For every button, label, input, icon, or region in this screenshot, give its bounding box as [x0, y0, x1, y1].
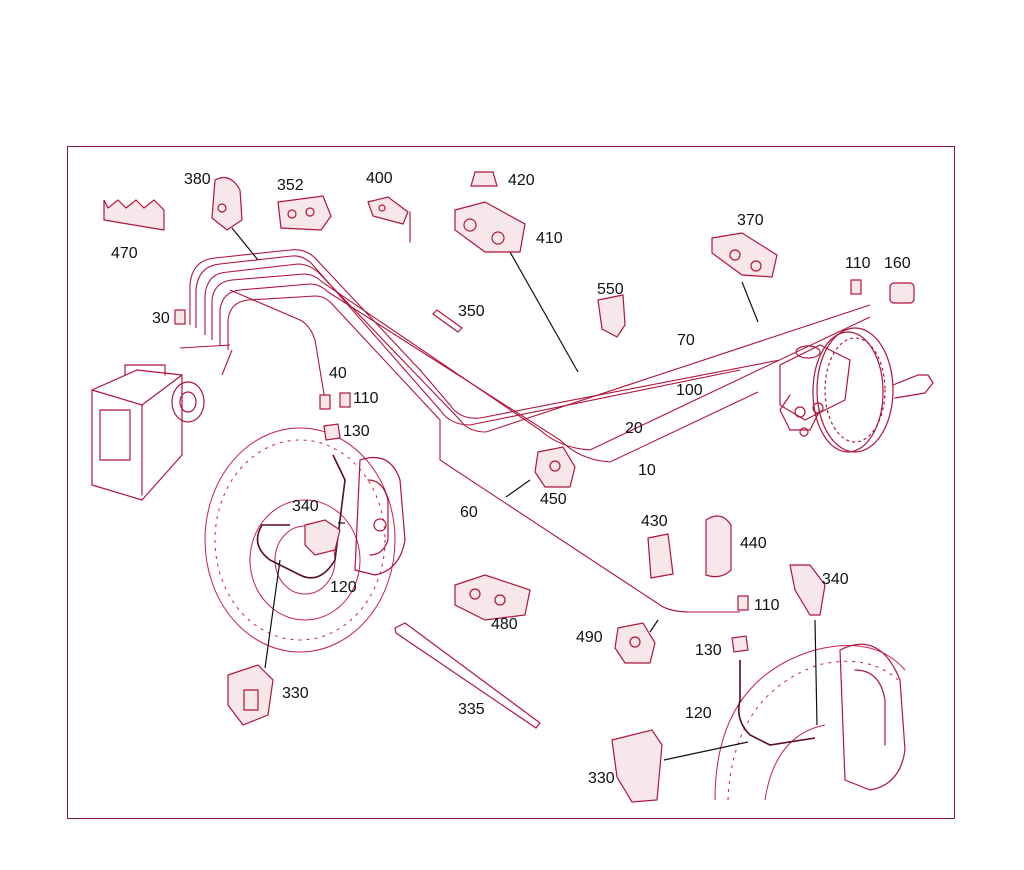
callout-340-left: 340	[292, 498, 319, 515]
part-550-clip	[597, 294, 626, 338]
callout-30: 30	[152, 310, 170, 327]
left-brake-disc	[204, 427, 396, 653]
callout-410: 410	[536, 230, 563, 247]
part-340-bracket-right	[789, 564, 826, 616]
part-130-clip-left	[323, 423, 341, 441]
part-30-screw	[174, 309, 186, 325]
callout-100: 100	[676, 382, 703, 399]
callout-120-right: 120	[685, 705, 712, 722]
part-110-fitting-left	[339, 392, 351, 408]
callout-550: 550	[597, 281, 624, 298]
callout-10: 10	[638, 462, 656, 479]
callout-130-left: 130	[343, 423, 370, 440]
part-430-pad	[647, 533, 674, 579]
callout-430: 430	[641, 513, 668, 530]
part-160-sleeve	[889, 282, 915, 304]
left-brake-caliper	[354, 456, 406, 576]
part-335-cable-tie	[394, 622, 541, 729]
part-340-bracket-left	[304, 519, 341, 556]
callout-370: 370	[737, 212, 764, 229]
callout-420: 420	[508, 172, 535, 189]
master-cylinder	[779, 344, 851, 437]
callout-330-left: 330	[282, 685, 309, 702]
callout-400: 400	[366, 170, 393, 187]
callout-440: 440	[740, 535, 767, 552]
part-110-fitting-right	[737, 595, 749, 611]
callout-352: 352	[277, 177, 304, 194]
part-410-clamp	[454, 201, 526, 253]
part-350-pin	[432, 309, 463, 333]
right-brake-caliper	[839, 643, 906, 791]
callout-130-right: 130	[695, 642, 722, 659]
part-420-cap	[470, 171, 498, 187]
callout-490: 490	[576, 629, 603, 646]
callout-480: 480	[491, 616, 518, 633]
callout-330-right: 330	[588, 770, 615, 787]
brake-hoses	[256, 454, 816, 746]
part-380-bracket	[211, 177, 243, 231]
callout-470: 470	[111, 245, 138, 262]
callout-160: 160	[884, 255, 911, 272]
callout-70: 70	[677, 332, 695, 349]
part-400-plate	[367, 196, 411, 243]
brake-pipes	[179, 249, 871, 613]
part-370-clamp	[711, 232, 778, 278]
abs-hydraulic-unit	[91, 364, 205, 501]
part-130-clip-right	[731, 635, 749, 653]
part-490-block	[614, 622, 656, 664]
callout-120-left: 120	[330, 579, 357, 596]
callout-335: 335	[458, 701, 485, 718]
callout-380: 380	[184, 171, 211, 188]
part-450-block	[534, 446, 576, 488]
callout-350: 350	[458, 303, 485, 320]
diagram-frame	[67, 146, 955, 819]
part-352-holder	[277, 195, 332, 231]
callout-20: 20	[625, 420, 643, 437]
callout-40: 40	[329, 365, 347, 382]
part-470-clip	[103, 199, 165, 231]
callout-450: 450	[540, 491, 567, 508]
callout-labels: 470 380 352 400 420 410 370 110 160 30 3…	[111, 170, 911, 787]
part-40-nut	[319, 394, 331, 410]
right-brake-disc	[714, 645, 906, 801]
callout-60: 60	[460, 504, 478, 521]
part-480-clamp	[454, 574, 531, 621]
callout-110-right: 110	[754, 597, 780, 614]
callout-110-left: 110	[353, 390, 379, 407]
part-110-fitting-top	[850, 279, 862, 295]
brake-booster	[812, 327, 934, 453]
callout-340-right: 340	[822, 571, 849, 588]
leader-lines	[231, 227, 818, 761]
part-330-sensor-left	[227, 664, 274, 726]
part-440-pad	[705, 515, 732, 578]
part-330-sensor-right	[611, 729, 663, 803]
callout-110-top: 110	[845, 255, 871, 272]
